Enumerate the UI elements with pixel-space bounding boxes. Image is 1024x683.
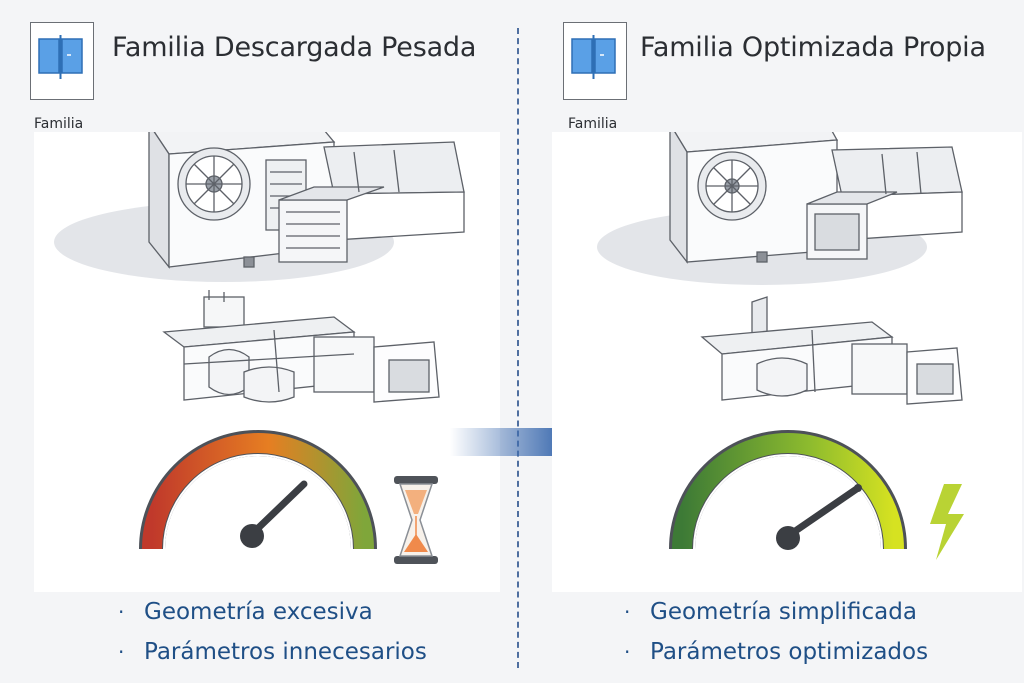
panel-title: Familia Optimizada Propia	[640, 32, 986, 63]
performance-gauge-slow	[139, 430, 377, 550]
ductwork-optimized	[700, 296, 963, 405]
hourglass-icon	[394, 476, 438, 564]
family-label: Familia	[34, 116, 84, 132]
performance-gauge-fast	[669, 430, 907, 550]
illustration-area	[552, 132, 1022, 592]
ac-unit-optimized	[669, 132, 839, 264]
family-label: Familia	[568, 116, 618, 132]
list-item: ·Parámetros optimizados	[624, 639, 929, 665]
lightning-icon	[930, 484, 964, 560]
panel-divider	[517, 28, 519, 668]
list-item: ·Geometría simplificada	[624, 599, 917, 625]
illustration-area	[34, 132, 500, 592]
heavy-issues-list: ·Geometría excesiva ·Parámetros innecesa…	[118, 592, 427, 672]
family-file-icon	[563, 22, 627, 100]
list-item: ·Parámetros innecesarios	[118, 639, 427, 665]
list-item: ·Geometría excesiva	[118, 599, 373, 625]
optimized-family-panel: Familia Optimizada Propia Familia	[530, 0, 1024, 683]
heavy-family-panel: Familia Descargada Pesada Familia	[30, 22, 500, 672]
panel-title: Familia Descargada Pesada	[112, 32, 477, 63]
optimized-benefits-list: ·Geometría simplificada ·Parámetros opti…	[624, 592, 928, 672]
ductwork-heavy	[162, 290, 440, 403]
family-file-icon	[30, 22, 94, 100]
